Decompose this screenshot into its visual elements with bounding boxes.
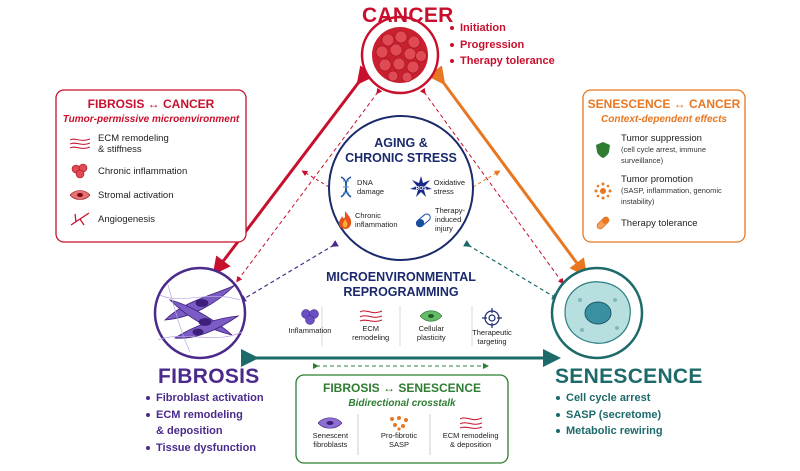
pill-icon <box>593 215 613 231</box>
list-item: ECM remodeling& stiffness <box>70 133 246 155</box>
list-item: Inflammation <box>280 308 340 346</box>
list-item: Progression <box>450 37 555 54</box>
list-item: Fibroblast activation <box>146 390 264 407</box>
sasp-dots-icon <box>389 416 408 431</box>
dna-icon <box>340 176 352 198</box>
aging-title: AGING &CHRONIC STRESS <box>345 136 457 165</box>
senescent-fibroblast-icon <box>318 417 343 429</box>
list-item: Therapy tolerance <box>450 53 555 70</box>
inflammation-cells-icon <box>70 163 90 179</box>
fibrosis-senescence-box <box>295 374 509 464</box>
fibrosis-senescence-title: FIBROSIS ↔ SENESCENCE <box>322 381 482 395</box>
target-icon <box>481 308 502 328</box>
blood-vessel-icon <box>70 211 90 227</box>
tumor-illustration <box>372 27 428 83</box>
fibrosis-cancer-title: FIBROSIS ↔ CANCER <box>87 97 215 111</box>
inflammation-cells-icon <box>301 309 319 325</box>
fibrosis-cancer-panel: FIBROSIS ↔ CANCER Tumor-permissive micro… <box>56 97 246 227</box>
plastic-cell-icon <box>420 310 443 322</box>
capsule-icon <box>415 212 431 227</box>
ecm-fibers-icon <box>359 310 382 322</box>
senescence-title: SENESCENCE <box>555 365 703 388</box>
ecm-fibers-icon <box>459 417 482 429</box>
fibrosis-title: FIBROSIS <box>158 365 260 388</box>
svg-text:ROS: ROS <box>415 186 427 192</box>
list-item: Initiation <box>450 20 555 37</box>
aging-circle <box>328 115 474 261</box>
list-item: ECM remodeling <box>146 407 264 424</box>
list-item: Stromal activation <box>70 187 246 203</box>
cancer-list: Initiation Progression Therapy tolerance <box>450 20 555 70</box>
list-item: Tumor suppression(cell cycle arrest, imm… <box>593 133 745 166</box>
senescence-cancer-subtitle: Context-dependent effects <box>601 114 727 125</box>
stromal-cell-icon <box>70 187 90 203</box>
list-item: Tumor promotion(SASP, inflammation, geno… <box>593 174 745 207</box>
fibrosis-senescence-subtitle: Bidirectional crosstalk <box>348 398 456 409</box>
shield-icon <box>593 141 613 158</box>
list-item: & deposition <box>156 425 223 437</box>
list-item: Therapy tolerance <box>593 215 745 231</box>
fibrosis-cancer-subtitle: Tumor-permissive microenvironment <box>62 114 240 125</box>
fibrosis-cancer-box <box>55 89 247 243</box>
senescence-list: Cell cycle arrest SASP (secretome) Metab… <box>556 390 663 440</box>
cancer-title: CANCER <box>362 4 454 27</box>
senescent-cell-illustration <box>564 281 631 344</box>
senescence-cancer-panel: SENESCENCE ↔ CANCER Context-dependent ef… <box>583 97 745 231</box>
list-item: Metabolic rewiring <box>556 423 663 440</box>
fibrosis-senescence-panel: FIBROSIS ↔ SENESCENCE Bidirectional cros… <box>296 381 508 449</box>
fibroblast-illustration <box>163 284 240 339</box>
virus-cluster-icon <box>593 182 613 199</box>
list-item: Tissue dysfunction <box>146 440 264 457</box>
senescence-cancer-box <box>582 89 746 243</box>
list-item: Cell cycle arrest <box>556 390 663 407</box>
senescence-cancer-title: SENESCENCE ↔ CANCER <box>587 97 741 111</box>
list-item: SASP (secretome) <box>556 407 663 424</box>
ros-burst-icon: ROS <box>409 176 432 197</box>
ecm-fibers-icon <box>70 136 90 152</box>
fibrosis-list: Fibroblast activation ECM remodeling & d… <box>146 390 264 456</box>
list-item: ECM remodeling& deposition <box>436 415 506 449</box>
list-item: Chronic inflammation <box>70 163 246 179</box>
flame-icon <box>339 210 352 229</box>
list-item: Angiogenesis <box>70 211 246 227</box>
